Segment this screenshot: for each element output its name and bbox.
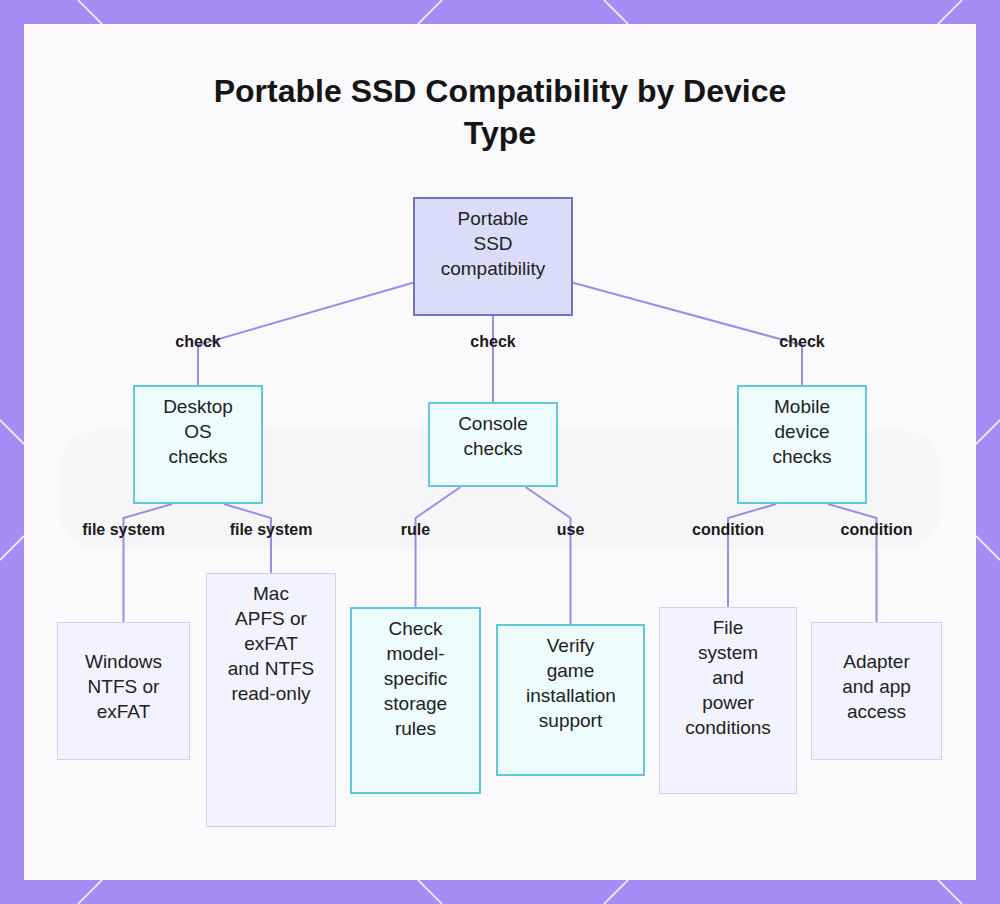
connector-line (416, 487, 461, 607)
connector-line (224, 504, 271, 573)
detail-box: Check model-specific storage rules (350, 607, 481, 794)
edge-label: file system (82, 520, 165, 540)
detail-box: Adapter and app access (811, 622, 942, 760)
connector-line (573, 283, 802, 385)
edge-label: check (779, 332, 824, 352)
node-text: Portable SSD compatibility (437, 206, 549, 281)
edge-label: file system (230, 520, 313, 540)
edge-label: rule (401, 520, 430, 540)
content-panel (24, 24, 976, 880)
detail-box: Verify game installation support (496, 624, 645, 776)
node-text: Windows NTFS or exFAT (78, 649, 169, 724)
edge-label: condition (692, 520, 764, 540)
root-box: Portable SSD compatibility (413, 197, 573, 316)
detail-box: File system and power conditions (659, 607, 797, 794)
edge-label: condition (841, 520, 913, 540)
detail-box: Windows NTFS or exFAT (57, 622, 190, 760)
edge-label: check (470, 332, 515, 352)
node-text: File system and power conditions (685, 615, 771, 740)
node-text: Mobile device checks (761, 394, 843, 469)
connector-line (492, 316, 494, 402)
node-text: Mac APFS or exFAT and NTFS read-only (227, 581, 315, 706)
node-text: Adapter and app access (837, 649, 916, 724)
node-text: Verify game installation support (526, 633, 615, 733)
category-box: Desktop OS checks (133, 385, 263, 504)
node-text: Check model-specific storage rules (382, 616, 449, 741)
connector-line (198, 283, 413, 385)
node-text: Desktop OS checks (157, 394, 239, 469)
category-box: Console checks (428, 402, 558, 487)
detail-box: Mac APFS or exFAT and NTFS read-only (206, 573, 336, 827)
edge-label: use (557, 520, 585, 540)
edge-label: check (175, 332, 220, 352)
connector-line (526, 487, 571, 624)
connector-line (728, 504, 776, 607)
diagram-title: Portable SSD Compatibility by Device Typ… (200, 70, 800, 154)
category-box: Mobile device checks (737, 385, 867, 504)
node-text: Console checks (452, 411, 534, 461)
